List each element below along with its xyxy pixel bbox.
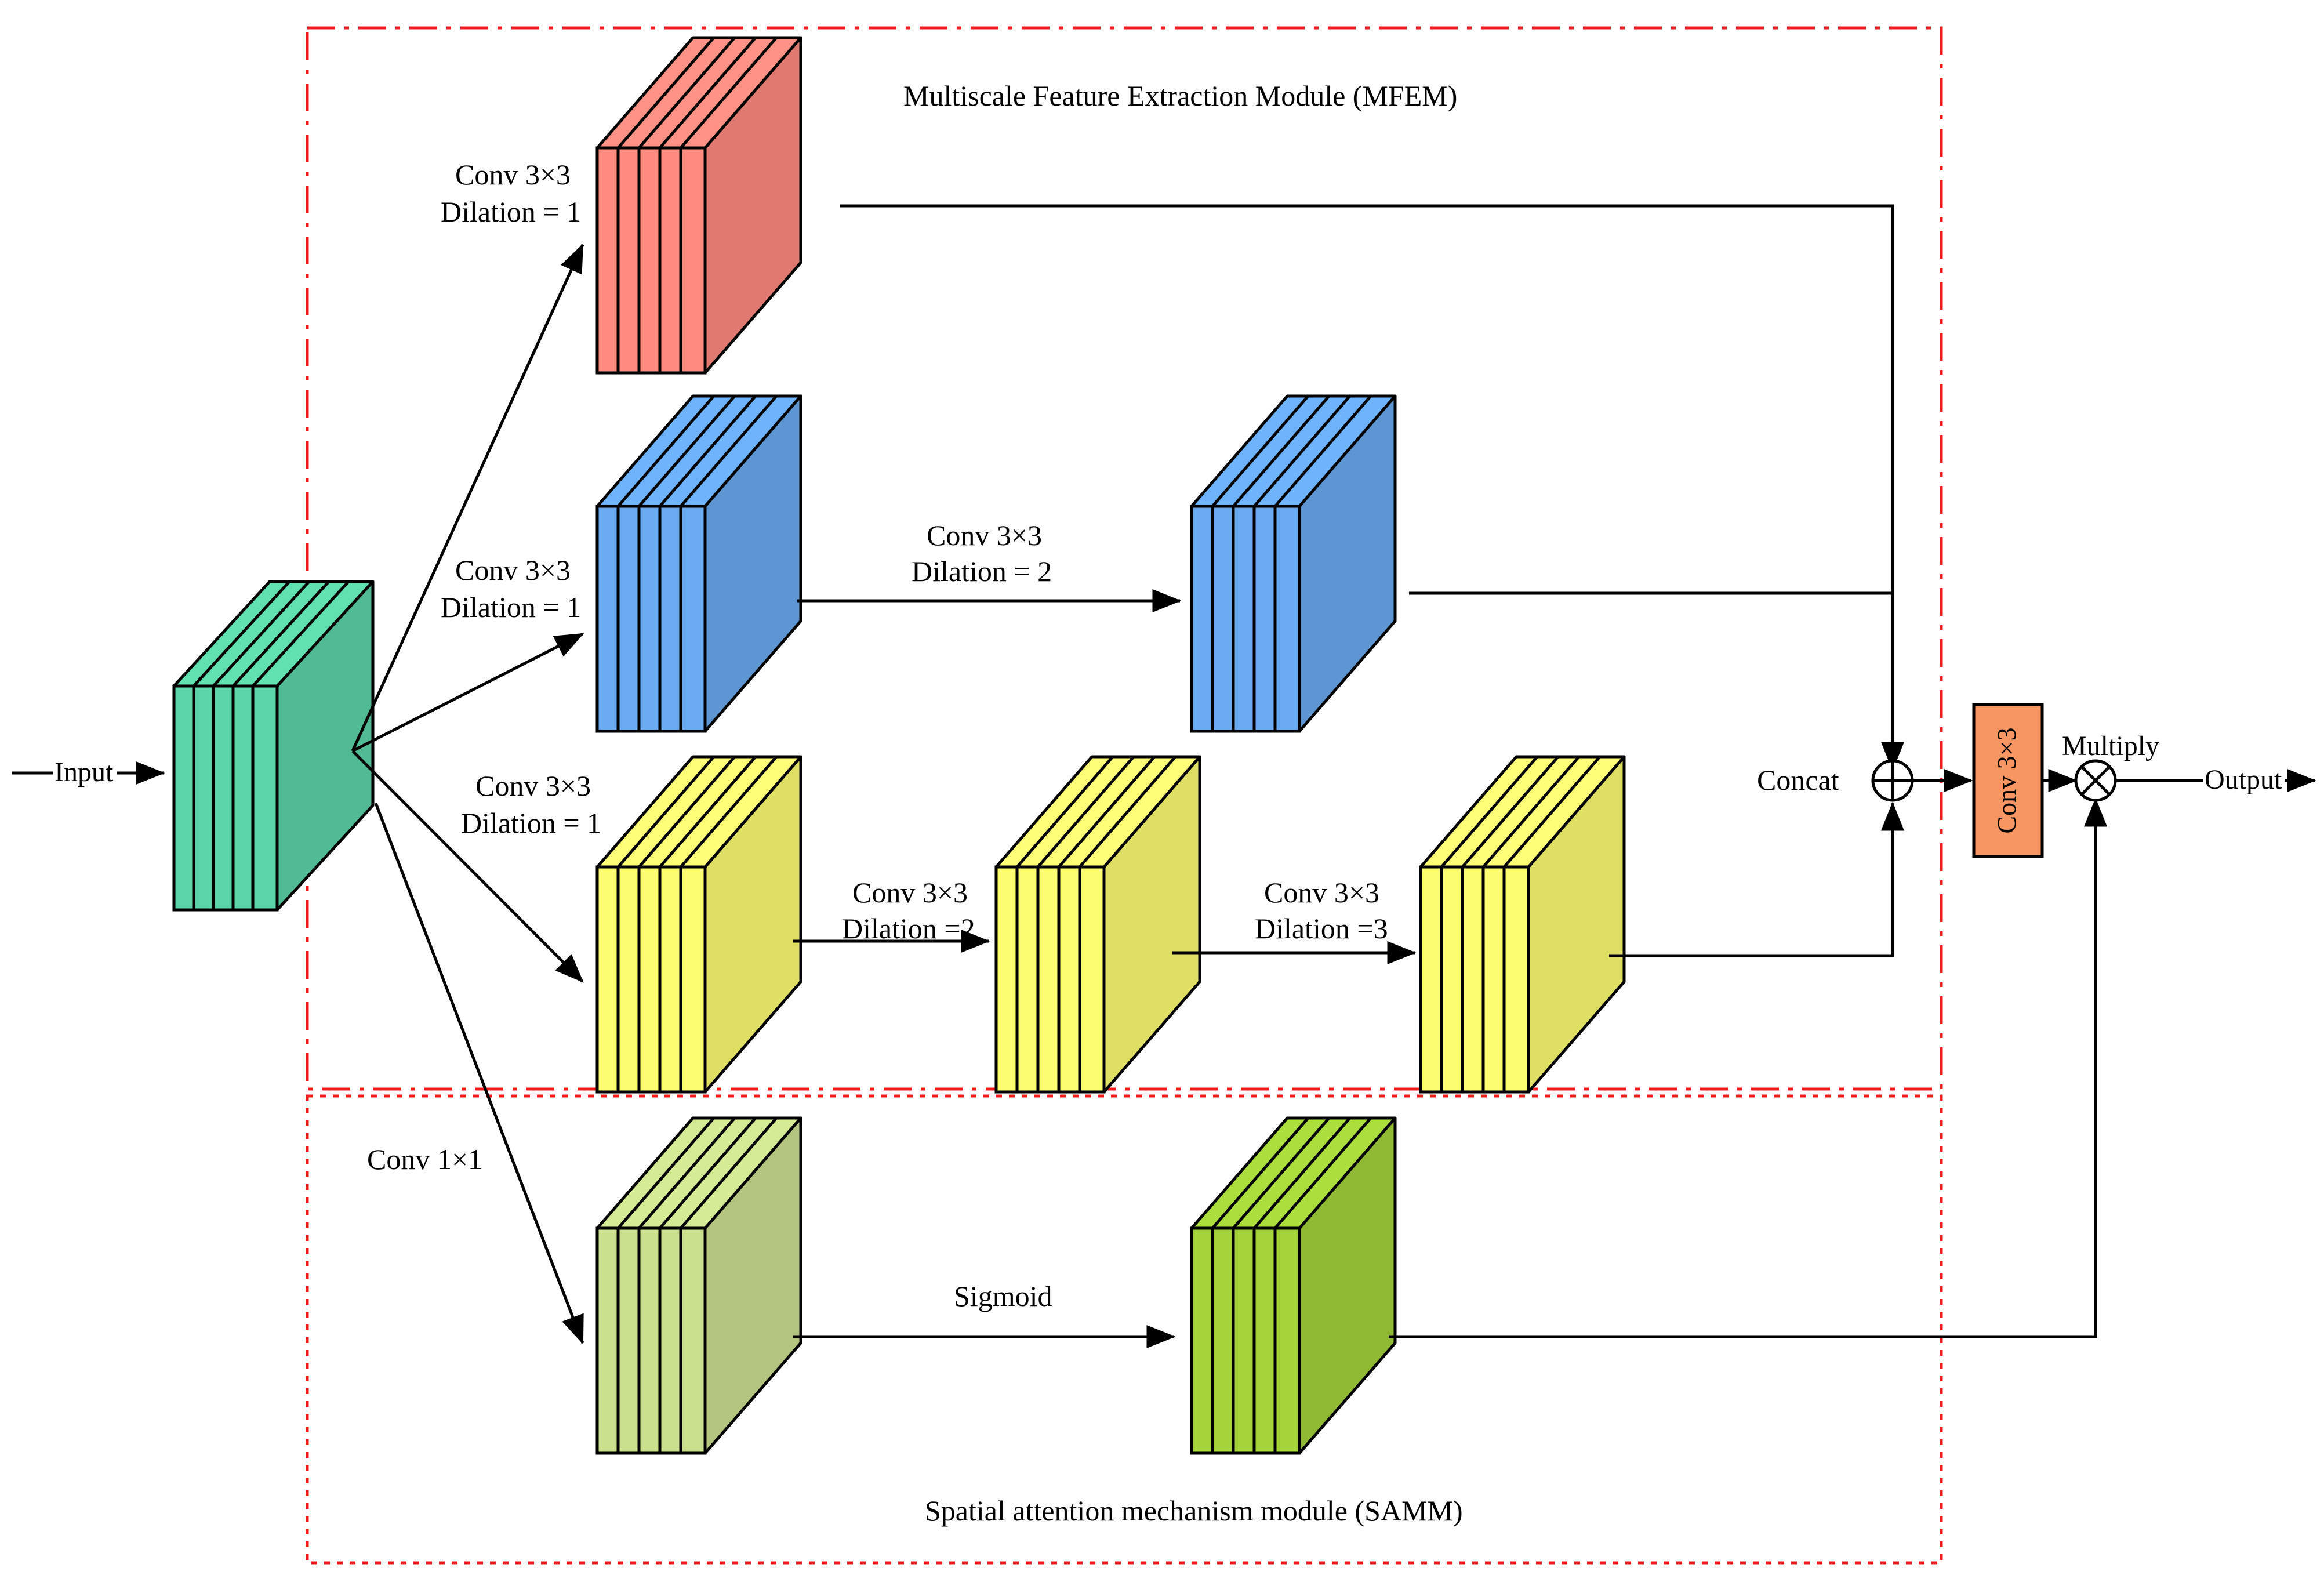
branch3-conv-label: Conv 3×3: [475, 770, 591, 802]
final-conv-block: [1972, 703, 2044, 858]
branch3-stage2-dilation-label: Dilation =2: [842, 912, 975, 945]
branch3-stage3-conv-label: Conv 3×3: [1264, 876, 1379, 909]
branch3-dilation3-feature-stack: [1419, 755, 1626, 1094]
branch1-conv-label: Conv 3×3: [455, 158, 571, 191]
branch1-dilation-label: Dilation = 1: [441, 195, 581, 228]
mfem-module-border: [306, 26, 1943, 1091]
input-feature-map-stack: [172, 580, 375, 912]
mfem-title: Multiscale Feature Extraction Module (MF…: [903, 79, 1457, 112]
concat-label: Concat: [1757, 764, 1839, 796]
arrow-to-branch2: [351, 632, 584, 753]
attention-to-multiply-line: [1389, 797, 2107, 1338]
branch1-to-concat-line: [840, 204, 1904, 771]
input-label: Input: [55, 757, 114, 788]
feature-map-slice-front: [1078, 865, 1106, 1094]
feature-map-slice-front: [1273, 505, 1301, 733]
feature-map-slice-front: [679, 865, 707, 1094]
attention-conv-label: Conv 1×1: [367, 1143, 482, 1175]
branch3-stage3-dilation-label: Dilation =3: [1255, 912, 1388, 945]
branch2-dilation-label: Dilation = 1: [441, 591, 581, 623]
feature-map-slice-front: [679, 505, 707, 733]
feature-map-slice-front: [679, 1226, 707, 1455]
branch3-stage2-conv-label: Conv 3×3: [852, 876, 968, 909]
branch3-to-concat-line: [1609, 801, 1904, 957]
samm-title: Spatial attention mechanism module (SAMM…: [925, 1494, 1463, 1527]
feature-map-slice-front: [1273, 1226, 1301, 1455]
feature-map-slice-front: [251, 684, 279, 912]
attention-conv1x1-feature-stack: [595, 1116, 802, 1455]
multiply-label: Multiply: [2062, 731, 2159, 761]
branch2-conv-label: Conv 3×3: [455, 554, 571, 586]
attention-sigmoid-feature-stack: [1190, 1116, 1397, 1455]
branch2-dilation1-feature-stack: [595, 394, 802, 733]
branch1-dilation1-feature-stack: [595, 36, 802, 375]
sigmoid-label: Sigmoid: [954, 1280, 1052, 1312]
branch3-dilation-label: Dilation = 1: [461, 807, 601, 839]
multiply-times-icon: [2074, 759, 2117, 802]
branch3-dilation1-feature-stack: [595, 755, 802, 1094]
branch2-stage2-dilation-label: Dilation = 2: [912, 555, 1052, 587]
arrow-to-attention: [374, 803, 584, 1345]
concat-plus-icon: [1871, 759, 1914, 802]
arrow-to-branch3: [351, 750, 584, 983]
branch2-dilation2-feature-stack: [1190, 394, 1397, 733]
output-label: Output: [2205, 764, 2282, 795]
branch2-stage2-conv-label: Conv 3×3: [927, 519, 1042, 551]
feature-map-slice-front: [679, 146, 707, 375]
samm-module-border: [306, 1094, 1943, 1565]
branch3-dilation2-feature-stack: [994, 755, 1201, 1094]
feature-map-slice-front: [1502, 865, 1530, 1094]
arrow-to-branch1: [351, 243, 584, 752]
final-conv-label: Conv 3×3: [1992, 727, 2021, 833]
